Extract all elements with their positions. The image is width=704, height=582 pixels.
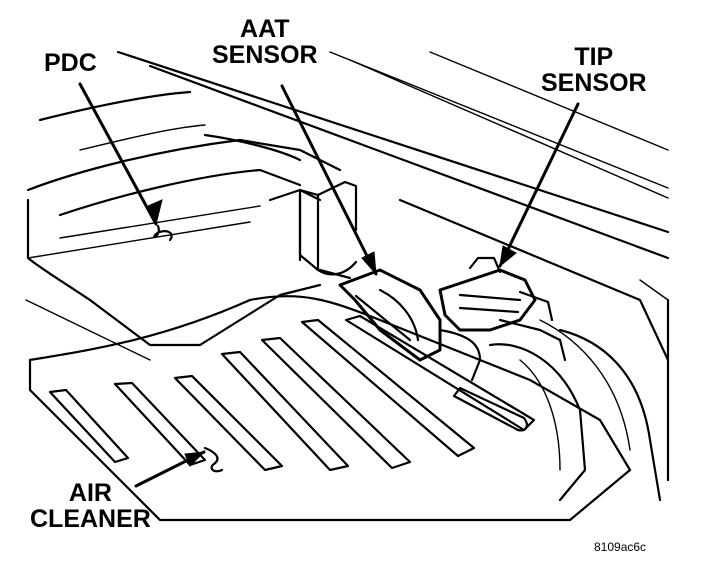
tip-sensor-body: [438, 256, 587, 502]
fender-panel: [398, 198, 670, 502]
air-cleaner-housing: [28, 294, 632, 522]
figure-reference-code: 8109ac6c: [594, 540, 647, 554]
tip-label-line1: TIP: [574, 43, 614, 71]
pdc-arrowhead: [147, 199, 163, 226]
air-cleaner-ribs: [48, 314, 536, 472]
aat-leader-line: [280, 84, 378, 276]
pdc-label-text: PDC: [44, 49, 97, 77]
air-label-line2: CLEANER: [30, 505, 151, 533]
pdc-pointer-hook: [153, 224, 173, 242]
pdc-box: [25, 90, 342, 361]
pdc-label: PDC: [44, 50, 97, 76]
aat-label-line2: SENSOR: [212, 41, 318, 69]
air-cleaner-pointer-hook: [203, 446, 224, 473]
tip-sensor-label: TIP SENSOR: [541, 44, 647, 96]
air-cleaner-arrowhead: [184, 451, 206, 467]
tip-leader-line: [498, 102, 580, 268]
leader-arrows: [78, 82, 580, 488]
tip-label-line2: SENSOR: [541, 69, 647, 97]
aat-label-line1: AAT: [240, 15, 290, 43]
air-label-line1: AIR: [68, 479, 112, 507]
air-cleaner-label: AIR CLEANER: [30, 480, 151, 532]
tip-arrowhead: [499, 245, 517, 268]
hood-edge-lines: [116, 50, 670, 482]
aat-sensor-body: [298, 180, 442, 362]
aat-sensor-label: AAT SENSOR: [212, 16, 318, 68]
pdc-leader-line: [78, 82, 158, 226]
aat-arrowhead: [361, 251, 377, 276]
